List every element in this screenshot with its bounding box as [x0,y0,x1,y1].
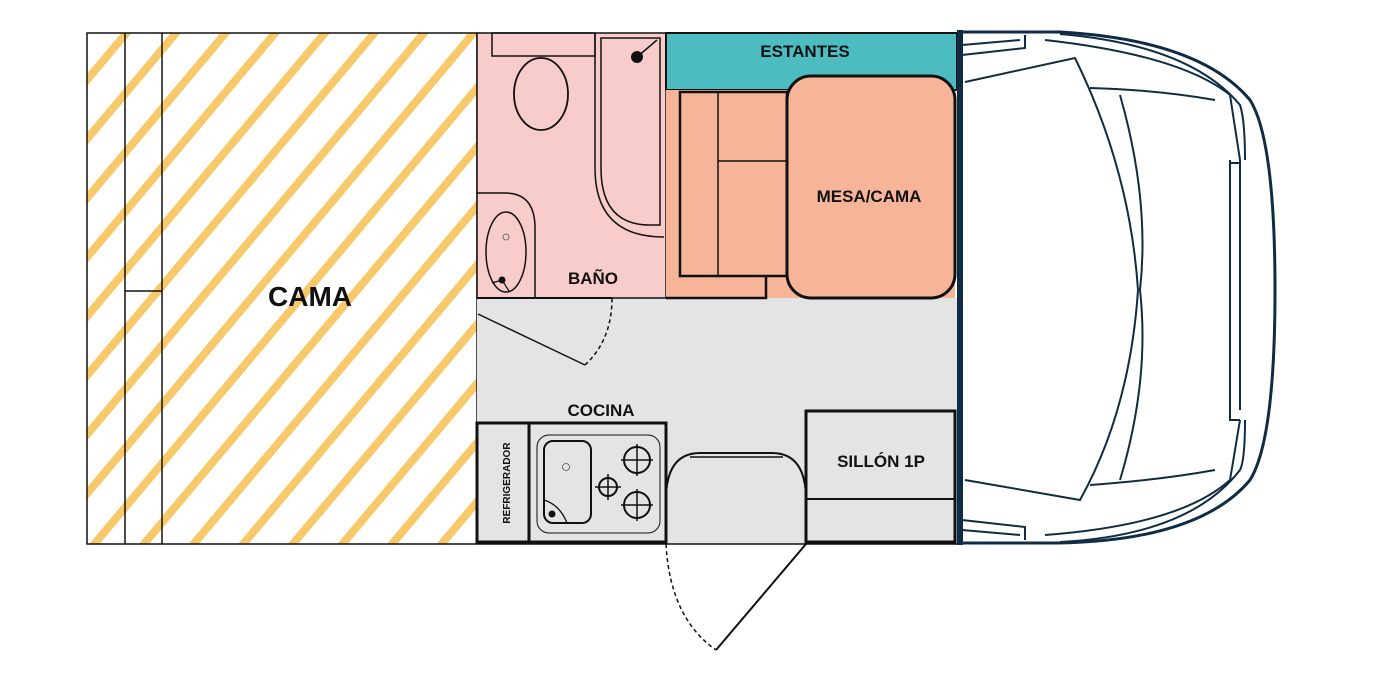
washbasin-icon [485,211,527,293]
bathroom-door[interactable] [477,313,586,366]
table-bed-label: MESA/CAMA [817,187,922,206]
bathroom-label: BAÑO [568,268,618,288]
burner-icon [595,474,621,500]
entry-step [665,452,807,544]
armchair-label: SILLÓN 1P [837,452,925,471]
kitchen: COCINA REFRIGERADOR [475,401,668,544]
shelves-label: ESTANTES [760,42,849,61]
door-swing-arc [584,297,613,366]
burner-icon [621,489,653,521]
bed-area: CAMA [86,32,478,545]
kitchen-counter [527,421,668,544]
toilet-icon [513,57,569,131]
dinette: MESA/CAMA [666,74,957,300]
armchair: SILLÓN 1P [804,409,957,544]
burner-icon [621,444,653,476]
table-bed [785,74,957,300]
bed-label: CAMA [268,281,352,312]
sink-icon [543,440,592,524]
fridge-label: REFRIGERADOR [502,442,513,524]
shower-enclosure [594,33,665,238]
washbasin-counter [477,192,536,298]
van-cab [957,30,1277,545]
bench-seat [678,90,789,278]
entrance-door-swing-arc [665,543,717,651]
kitchen-label: COCINA [567,401,634,420]
entrance-door[interactable] [715,543,807,651]
fridge [475,421,531,544]
